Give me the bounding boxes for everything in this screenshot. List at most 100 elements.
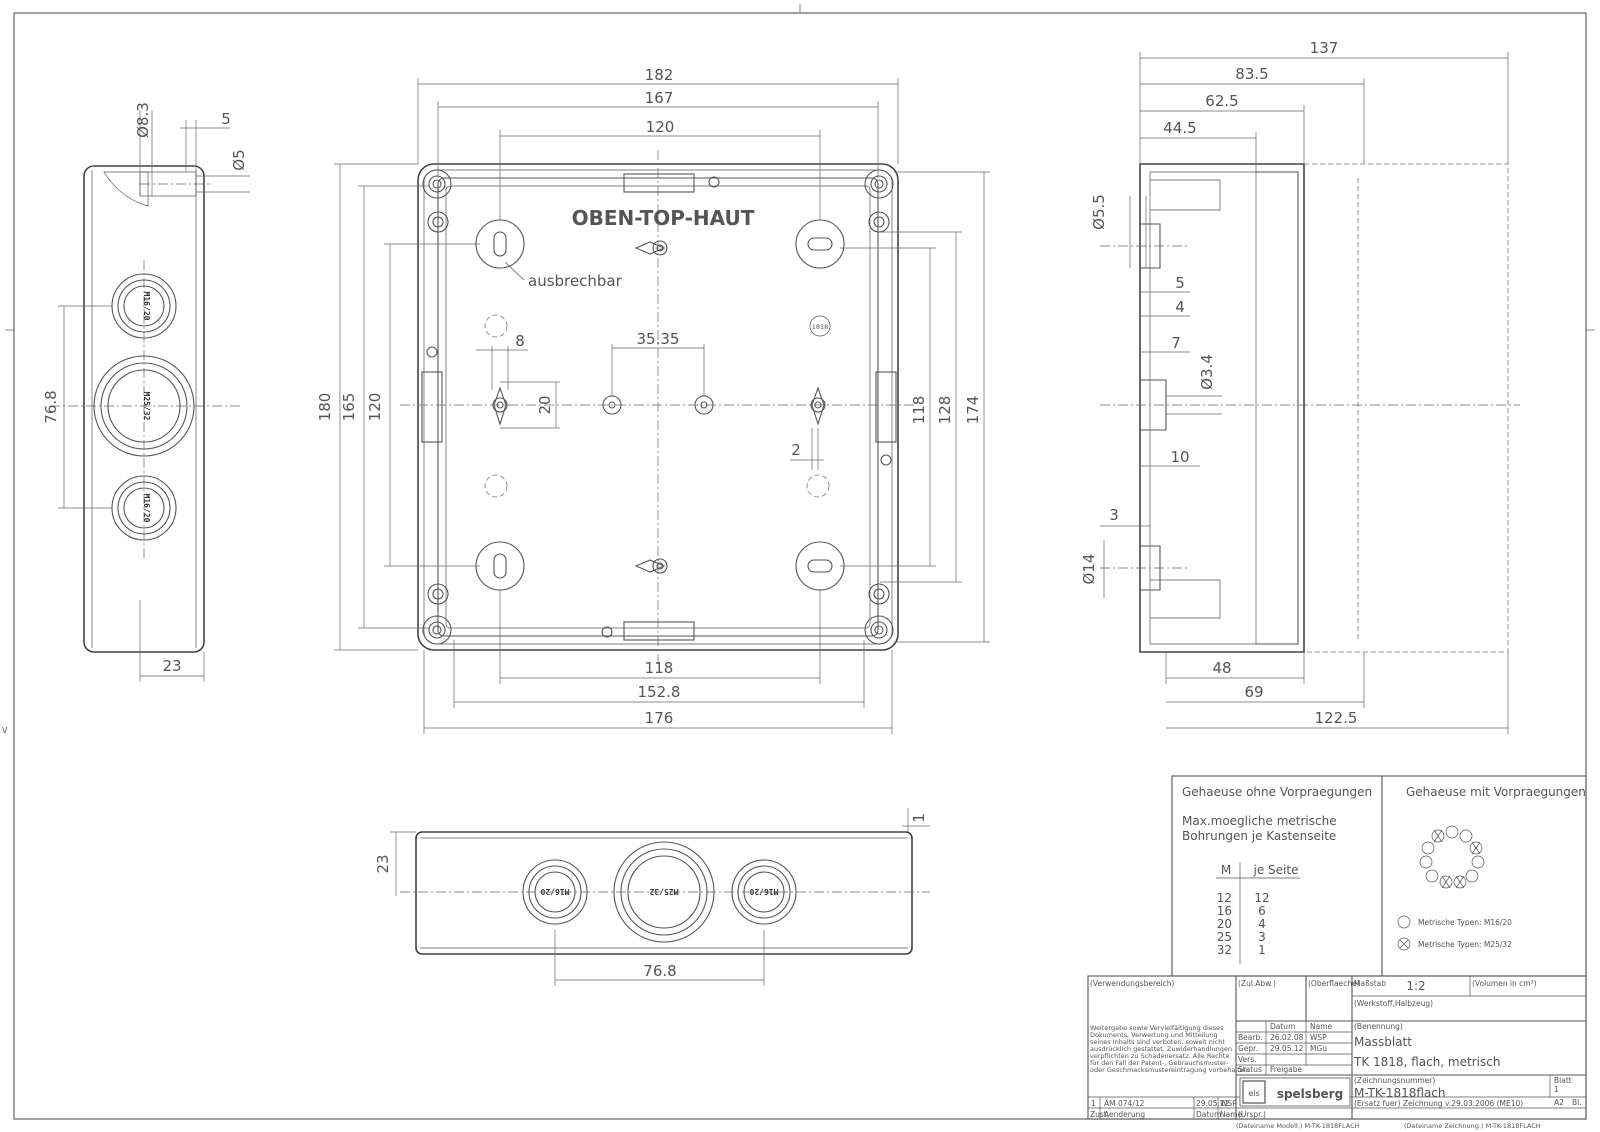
tb-zul: (Zul.Abw.) bbox=[1238, 979, 1276, 988]
tb-aenderung: Aenderung bbox=[1104, 1110, 1145, 1119]
tb-urspr: (Urspr.) bbox=[1238, 1110, 1266, 1119]
sec-dim-4: 4 bbox=[1175, 298, 1185, 316]
dim-8: 8 bbox=[515, 332, 525, 350]
bottom-dim-1: 1 bbox=[910, 813, 928, 823]
dim-120-left: 120 bbox=[366, 393, 384, 422]
bottom-gland-3: M16/20 bbox=[749, 887, 778, 896]
sec-dim-d5-5: Ø5.5 bbox=[1090, 194, 1108, 230]
sec-dim-44-5: 44.5 bbox=[1163, 119, 1196, 137]
legend-circle-icon bbox=[1397, 915, 1411, 929]
dim-180: 180 bbox=[316, 393, 334, 422]
tb-name: Name bbox=[1220, 1110, 1243, 1119]
dim-20: 20 bbox=[536, 395, 554, 414]
tb-name1: Massblatt bbox=[1354, 1035, 1412, 1049]
tb-ersatz: (Ersatz fuer) Zeichnung v.29.03.2006 (ME… bbox=[1354, 1099, 1523, 1108]
tb-gepr: Gepr. bbox=[1238, 1044, 1258, 1053]
sec-dim-83-5: 83.5 bbox=[1235, 65, 1268, 83]
tb-volumen: (Volumen in cm³) bbox=[1472, 979, 1537, 988]
side-view: M16/20 M25/32 M16/20 76.8 23 Ø8.3 5 Ø5 bbox=[42, 102, 250, 682]
sec-dim-7: 7 bbox=[1171, 334, 1181, 352]
dim-165: 165 bbox=[340, 393, 358, 422]
sheet-frame bbox=[13, 12, 1587, 1120]
file-model: (Dateiname Modell:) M-TK-1818FLACH bbox=[1236, 1122, 1360, 1130]
tb-massstab-label: Maßstab bbox=[1354, 979, 1386, 988]
bottom-dim-76-8: 76.8 bbox=[643, 962, 676, 980]
tb-number: M-TK-1818flach bbox=[1354, 1086, 1446, 1100]
tb-status: Status bbox=[1238, 1065, 1262, 1074]
tb-zust: Zust. bbox=[1090, 1110, 1109, 1119]
info-row-n: 1 bbox=[1258, 943, 1266, 957]
bottom-gland-1: M16/20 bbox=[540, 887, 569, 896]
dim-152-8: 152.8 bbox=[638, 683, 681, 701]
tb-name2: TK 1818, flach, metrisch bbox=[1353, 1055, 1500, 1069]
title-block: (Verwendungsbereich) (Zul.Abw.) (Oberfla… bbox=[1087, 975, 1587, 1120]
sec-dim-137: 137 bbox=[1310, 39, 1339, 57]
tb-vers: Vers. bbox=[1238, 1055, 1257, 1064]
legend-m25: Metrische Typen: M25/32 bbox=[1418, 940, 1512, 949]
side-dim-76-8: 76.8 bbox=[42, 390, 60, 423]
sec-dim-69: 69 bbox=[1244, 683, 1263, 701]
tb-rev-text: ÄM 074/12 bbox=[1104, 1099, 1145, 1108]
model-mark: 1818 bbox=[812, 323, 829, 331]
tb-gepr-date: 29.05.12 bbox=[1270, 1044, 1304, 1053]
dim-35-35: 35.35 bbox=[637, 330, 680, 348]
side-dim-5: 5 bbox=[221, 110, 231, 128]
info-row-m: 16 bbox=[1217, 904, 1232, 918]
logo-text: spelsberg bbox=[1277, 1087, 1343, 1101]
info-row-n: 6 bbox=[1258, 904, 1266, 918]
tb-massstab: 1:2 bbox=[1406, 979, 1425, 993]
dim-182: 182 bbox=[645, 66, 674, 84]
dim-118-right: 118 bbox=[910, 396, 928, 425]
front-dimensions: 182 167 120 35.35 8 118 152.8 176 180 16… bbox=[316, 66, 990, 734]
tb-werkstoff: (Werkstoff,Halbzeug) bbox=[1354, 999, 1433, 1008]
dim-174: 174 bbox=[964, 396, 982, 425]
info-max-line2: Bohrungen je Kastenseite bbox=[1182, 829, 1336, 843]
file-drawing: (Dateiname Zeichnung:) M-TK-1818FLACH bbox=[1404, 1122, 1541, 1130]
info-col-m: M bbox=[1221, 863, 1231, 877]
info-row-m: 25 bbox=[1217, 930, 1232, 944]
tb-bl: Bl. bbox=[1572, 1098, 1582, 1107]
tb-notice-line: seines Inhalts sind verboten, soweit nic… bbox=[1090, 1038, 1225, 1046]
dim-120-top: 120 bbox=[646, 118, 675, 136]
tb-zeichnungsnummer: (Zeichnungsnummer) bbox=[1354, 1076, 1435, 1085]
tb-h-datum: Datum bbox=[1270, 1022, 1295, 1031]
info-row-n: 3 bbox=[1258, 930, 1266, 944]
tb-blatt: 1 bbox=[1554, 1085, 1559, 1094]
info-row-n: 12 bbox=[1254, 891, 1269, 905]
tb-notice-line: für den Fall der Patent-, Gebrauchsmuste… bbox=[1090, 1059, 1229, 1067]
sec-dim-62-5: 62.5 bbox=[1205, 92, 1238, 110]
svg-text:els: els bbox=[1248, 1089, 1259, 1098]
knockout-pattern-icon bbox=[1419, 825, 1485, 889]
info-row-m: 32 bbox=[1217, 943, 1232, 957]
info-row-m: 20 bbox=[1217, 917, 1232, 931]
info-panel: Gehaeuse ohne Vorpraegungen Gehaeuse mit… bbox=[1171, 775, 1587, 977]
info-row-m: 12 bbox=[1217, 891, 1232, 905]
info-row-n: 4 bbox=[1258, 917, 1266, 931]
sec-dim-5: 5 bbox=[1175, 274, 1185, 292]
tb-notice-line: Weitergabe sowie Vervielfältigung dieses bbox=[1090, 1024, 1224, 1032]
info-left-title: Gehaeuse ohne Vorpraegungen bbox=[1182, 785, 1372, 799]
info-col-seite: je Seite bbox=[1253, 863, 1299, 877]
sec-dim-122-5: 122.5 bbox=[1315, 709, 1358, 727]
legend-m16: Metrische Typen: M16/20 bbox=[1418, 918, 1512, 927]
svg-text:V: V bbox=[2, 726, 8, 735]
section-view: 137 83.5 62.5 44.5 48 69 122.5 Ø5.5 5 4 … bbox=[1080, 39, 1520, 734]
tb-rev-name: WSP bbox=[1220, 1099, 1237, 1108]
tb-bearb-name: WSP bbox=[1310, 1033, 1327, 1042]
tb-freigabe: Freigabe bbox=[1270, 1065, 1303, 1074]
dim-176: 176 bbox=[645, 709, 674, 727]
tb-verwendung: (Verwendungsbereich) bbox=[1090, 979, 1174, 988]
side-dim-23: 23 bbox=[162, 657, 181, 675]
info-rows: 12 12 16 6 20 4 25 3 32 1 bbox=[1217, 891, 1270, 957]
info-right-title: Gehaeuse mit Vorpraegungen bbox=[1406, 785, 1586, 799]
dim-167: 167 bbox=[645, 89, 674, 107]
tb-notice: Weitergabe sowie Vervielfältigung dieses… bbox=[1090, 1024, 1250, 1074]
tb-notice-line: Dokuments, Verwertung und Mitteilung bbox=[1090, 1031, 1218, 1039]
sec-dim-48: 48 bbox=[1212, 659, 1231, 677]
tb-datum: Datum bbox=[1196, 1110, 1221, 1119]
tb-notice-line: ausdrücklich gestattet. Zuwiderhandlunge… bbox=[1090, 1045, 1232, 1053]
dim-128: 128 bbox=[936, 396, 954, 425]
dim-2: 2 bbox=[791, 441, 801, 459]
bottom-view: M16/20 M25/32 M16/20 76.8 23 1 bbox=[374, 808, 930, 986]
